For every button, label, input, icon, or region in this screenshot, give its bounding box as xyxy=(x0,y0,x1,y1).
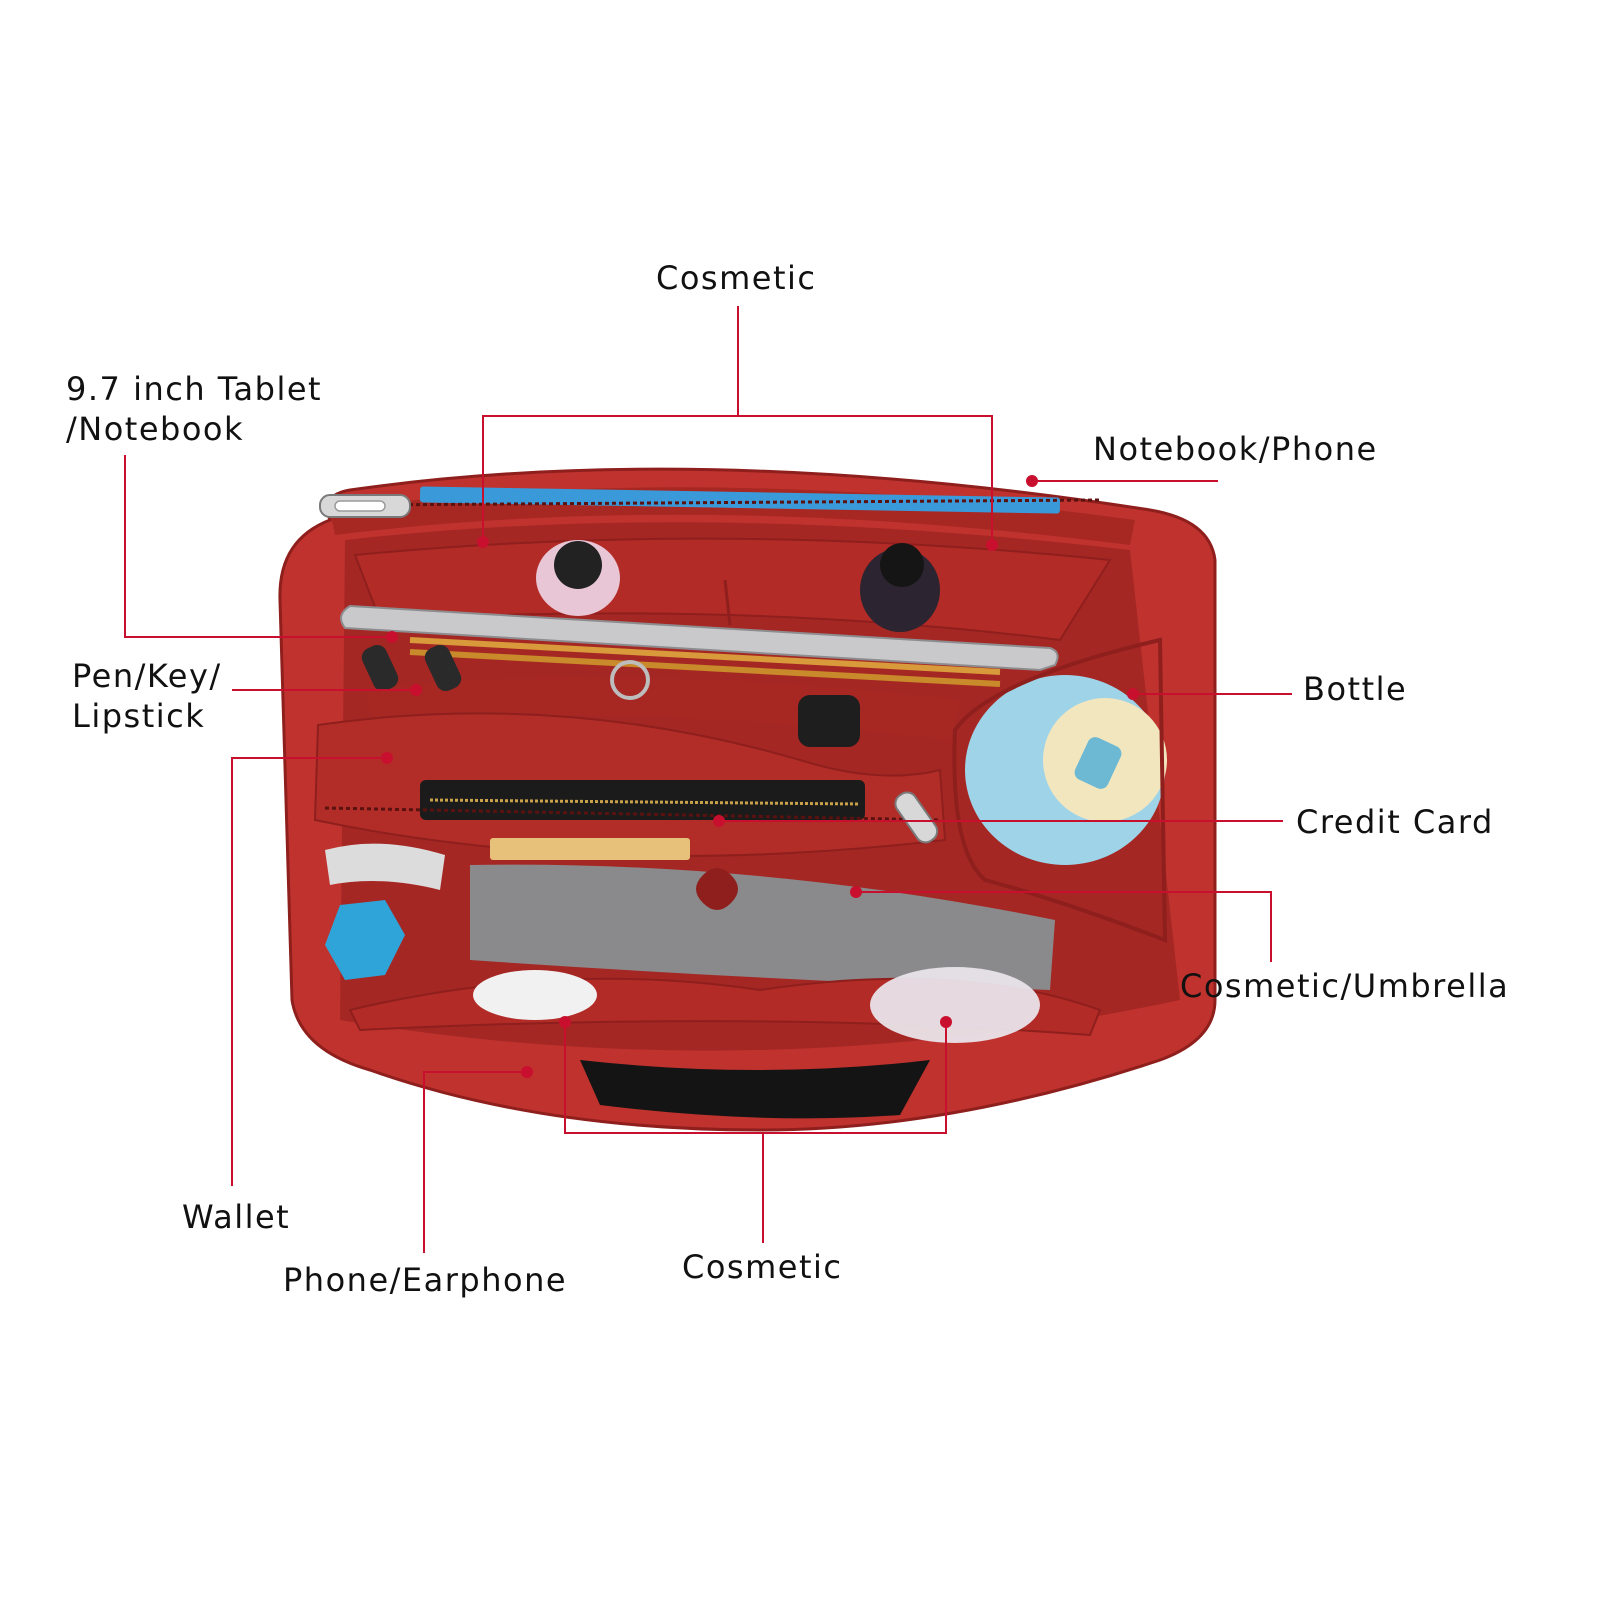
label-wallet: Wallet xyxy=(182,1198,291,1236)
white-cosmetic-tube xyxy=(473,970,597,1020)
lipstick-1 xyxy=(361,644,399,692)
folded-umbrella-icon xyxy=(470,864,1055,990)
blue-notebook xyxy=(419,486,1061,514)
pencil-2 xyxy=(409,649,1001,687)
label-credit-card: Credit Card xyxy=(1296,803,1494,841)
bottle-compartment-divider xyxy=(952,637,1168,943)
top-divider xyxy=(723,579,732,626)
zipper-pull-icon xyxy=(319,494,411,518)
phone-device xyxy=(580,1060,930,1119)
label-phone-earphone: Phone/Earphone xyxy=(283,1261,568,1299)
label-bottle: Bottle xyxy=(1303,670,1408,708)
cosmetic-cap-black xyxy=(554,541,602,589)
blue-perfume-cap xyxy=(325,900,405,980)
black-wallet xyxy=(420,780,865,820)
cosmetic-cap-dark xyxy=(880,543,924,587)
leader-dots xyxy=(381,475,1139,1078)
zipper-pull-icon-front xyxy=(894,791,939,844)
label-tablet-notebook: 9.7 inch Tablet /Notebook xyxy=(66,369,322,449)
pencil-1 xyxy=(409,637,1001,675)
label-pen-key-line-2: Lipstick xyxy=(72,697,206,735)
label-tablet-line-2: /Notebook xyxy=(66,410,245,448)
left-cosmetic-case xyxy=(325,843,445,890)
label-pen-key-line-1: Pen/Key/ xyxy=(72,657,222,695)
tablet-device xyxy=(340,604,1059,672)
credit-card xyxy=(490,838,690,860)
back-zipper-track xyxy=(359,498,1101,507)
front-zipper-track xyxy=(324,806,941,822)
leader-lines xyxy=(124,306,1292,1253)
label-cosmetic-umbrella: Cosmetic/Umbrella xyxy=(1180,967,1510,1005)
label-notebook-phone: Notebook/Phone xyxy=(1093,430,1378,468)
label-cosmetic-bottom: Cosmetic xyxy=(682,1248,843,1286)
label-cosmetic-top: Cosmetic xyxy=(656,259,817,297)
clear-cosmetic-bottle xyxy=(870,967,1040,1043)
wallet-zipper-track xyxy=(429,798,861,806)
label-pen-key-lipstick: Pen/Key/ Lipstick xyxy=(72,656,222,736)
lipstick-2 xyxy=(424,644,462,692)
compact-black xyxy=(798,695,860,747)
water-bottle-icon xyxy=(965,675,1167,865)
key-ring xyxy=(610,660,650,700)
label-tablet-line-1: 9.7 inch Tablet xyxy=(66,370,323,408)
